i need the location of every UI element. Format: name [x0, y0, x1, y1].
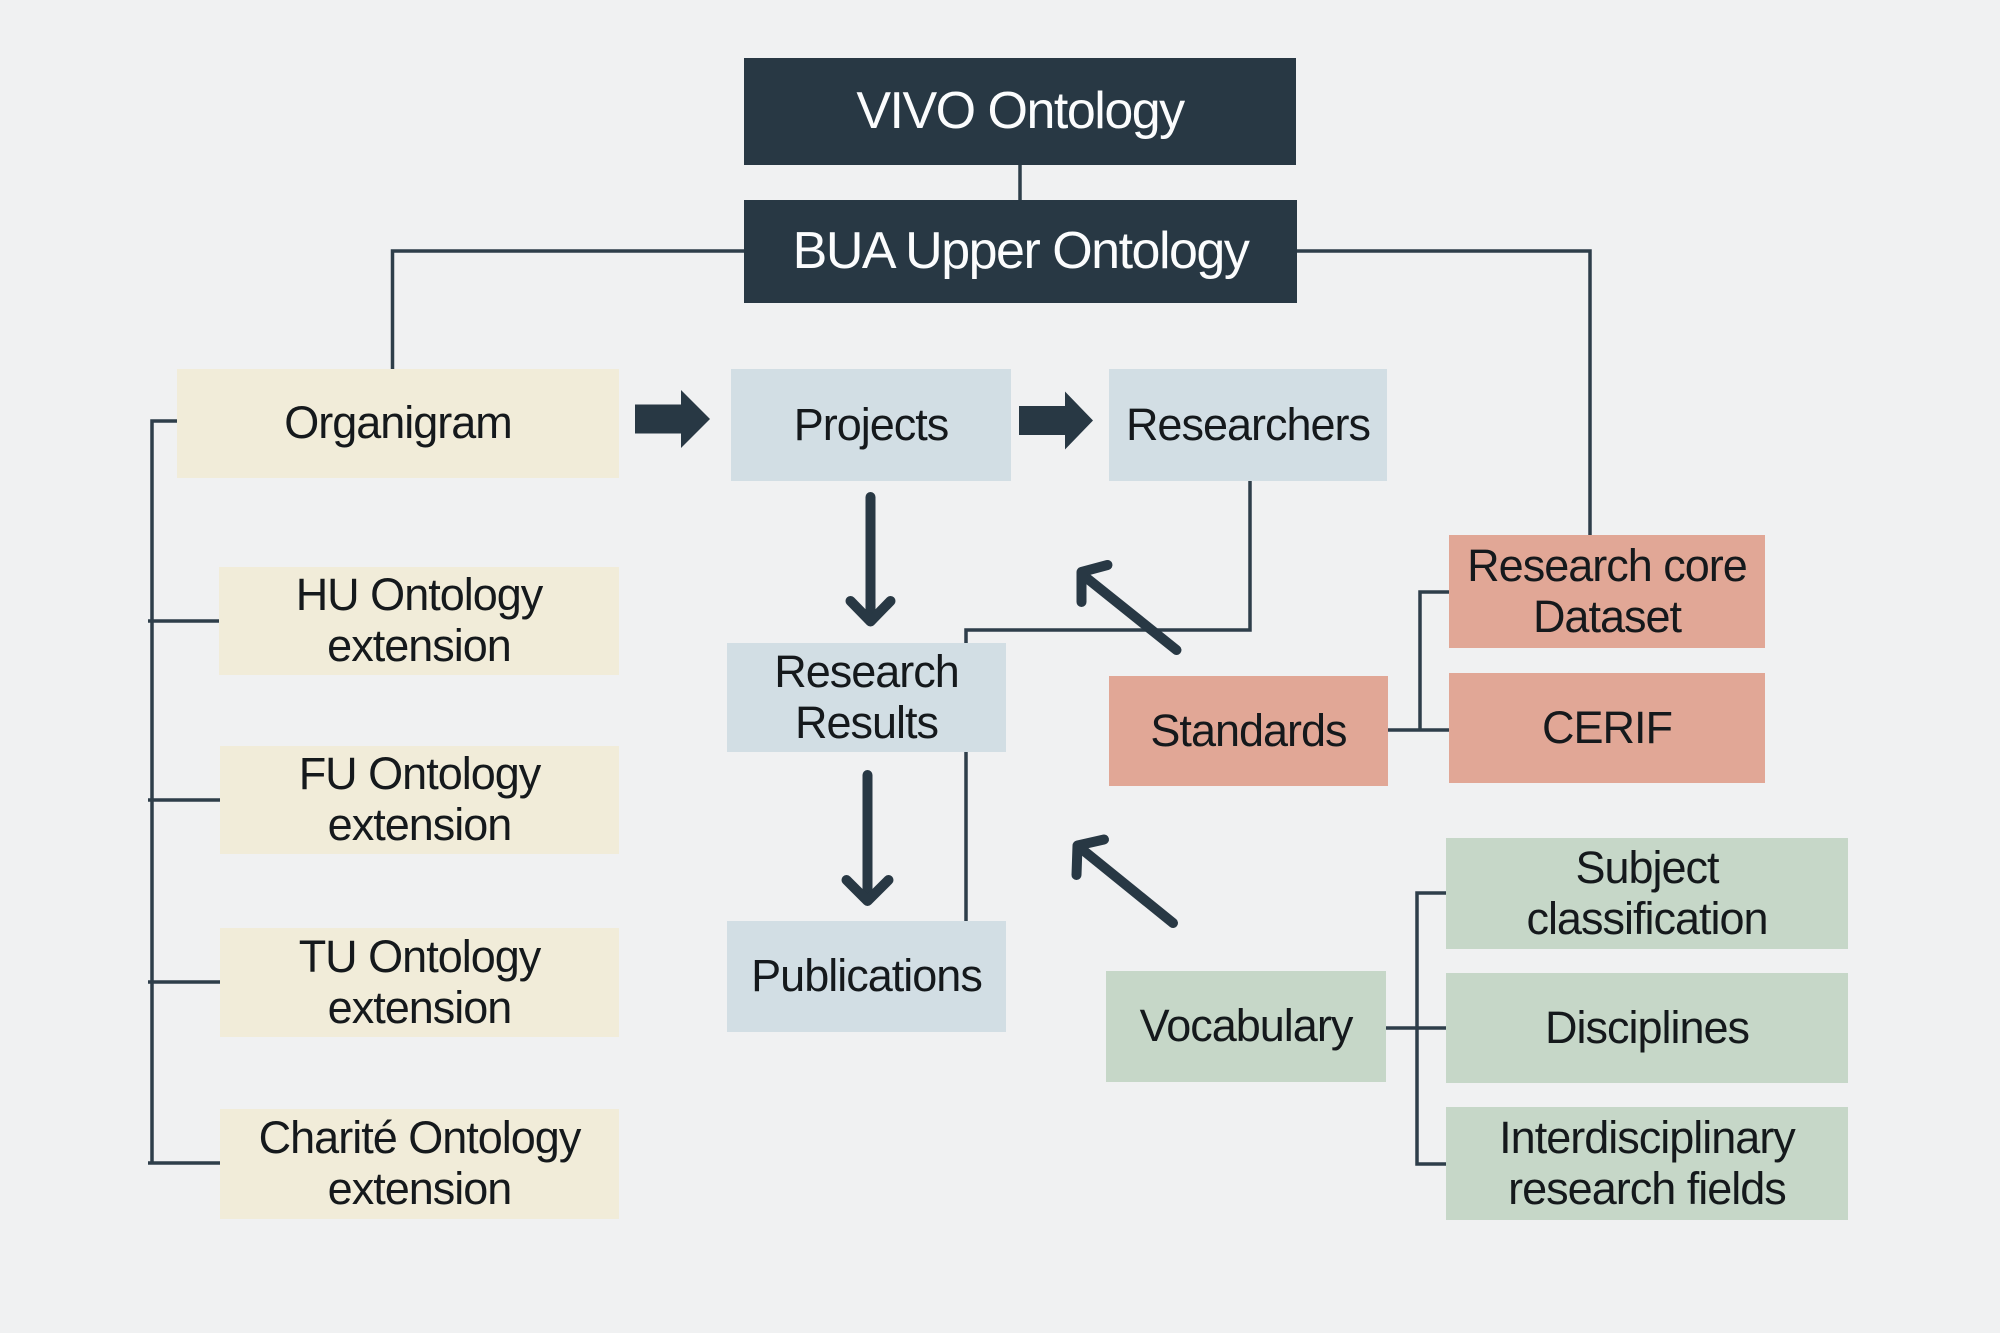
- connector-bua-to-organigram: [390, 249, 744, 369]
- node-standards: Standards: [1109, 676, 1388, 786]
- connector-left-bracket: [148, 419, 220, 1165]
- node-cerif-label: CERIF: [1542, 701, 1673, 753]
- node-research-core-dataset: Research core Dataset: [1449, 535, 1765, 648]
- node-cerif: CERIF: [1449, 673, 1765, 783]
- node-projects-label: Projects: [793, 398, 950, 450]
- connector-researchers-to-research-results: [964, 481, 1252, 643]
- node-subject-classification-label: Subject classification: [1526, 841, 1768, 944]
- node-researchers-label: Researchers: [1125, 398, 1371, 450]
- node-tu-ontology-extension-label: TU Ontology extension: [298, 930, 542, 1033]
- node-vocabulary: Vocabulary: [1106, 971, 1386, 1082]
- node-research-results-label: Research Results: [774, 645, 960, 748]
- node-vivo-ontology-label: VIVO Ontology: [856, 82, 1185, 141]
- connector-standards-bracket: [1388, 590, 1449, 732]
- node-charite-ontology-extension: Charité Ontology extension: [220, 1109, 619, 1219]
- connector-bua-to-research-core-dataset: [1297, 249, 1592, 535]
- node-fu-ontology-extension-label: FU Ontology extension: [298, 748, 542, 850]
- node-research-core-dataset-label: Research core Dataset: [1467, 539, 1748, 642]
- node-hu-ontology-extension-label: HU Ontology extension: [295, 569, 544, 671]
- node-interdisciplinary-research-fields-label: Interdisciplinary research fields: [1499, 1111, 1796, 1214]
- arrow-research-results-to-publications: [841, 770, 894, 906]
- arrow-standards-to-research-results: [1076, 560, 1182, 655]
- node-standards-label: Standards: [1150, 704, 1347, 756]
- node-vocabulary-label: Vocabulary: [1139, 1000, 1354, 1052]
- node-projects: Projects: [731, 369, 1011, 481]
- node-publications: Publications: [727, 921, 1006, 1032]
- node-bua-upper-ontology: BUA Upper Ontology: [744, 200, 1297, 303]
- node-researchers: Researchers: [1109, 369, 1387, 481]
- node-interdisciplinary-research-fields: Interdisciplinary research fields: [1446, 1107, 1848, 1220]
- arrow-vocabulary-to-publications: [1071, 834, 1178, 928]
- node-bua-upper-ontology-label: BUA Upper Ontology: [792, 222, 1250, 281]
- node-subject-classification: Subject classification: [1446, 838, 1848, 949]
- node-disciplines-label: Disciplines: [1544, 1001, 1750, 1053]
- node-hu-ontology-extension: HU Ontology extension: [219, 567, 619, 675]
- node-disciplines: Disciplines: [1446, 973, 1848, 1083]
- connector-vocabulary-bracket: [1386, 891, 1446, 1166]
- node-organigram: Organigram: [177, 369, 619, 478]
- node-tu-ontology-extension: TU Ontology extension: [220, 928, 619, 1037]
- node-publications-label: Publications: [751, 950, 983, 1002]
- arrow-projects-to-research-results: [845, 492, 896, 627]
- arrow-organigram-to-projects: [635, 390, 710, 448]
- node-vivo-ontology: VIVO Ontology: [744, 58, 1296, 165]
- node-organigram-label: Organigram: [284, 397, 513, 449]
- node-fu-ontology-extension: FU Ontology extension: [220, 746, 619, 854]
- node-charite-ontology-extension-label: Charité Ontology extension: [258, 1112, 582, 1214]
- node-research-results: Research Results: [727, 643, 1006, 752]
- arrow-projects-to-researchers: [1019, 391, 1093, 450]
